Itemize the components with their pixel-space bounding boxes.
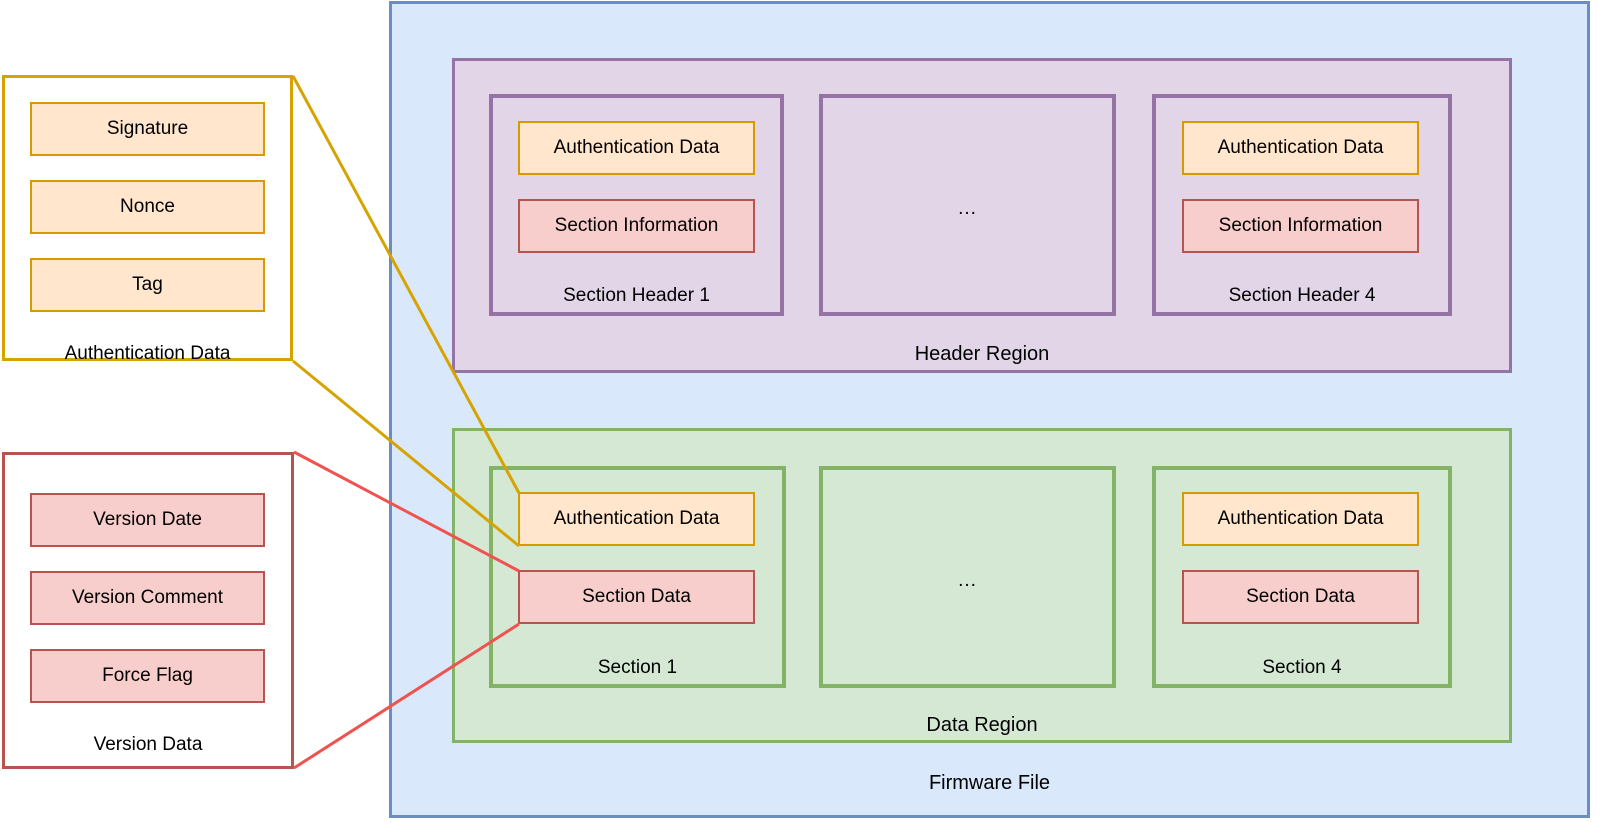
box-label: Force Flag <box>102 665 193 686</box>
header-region-label: Header Region <box>914 343 1050 365</box>
box-label: Signature <box>106 118 189 139</box>
section-1-authentication-data: Authentication Data <box>518 492 755 546</box>
box-label: Authentication Data <box>553 137 720 158</box>
box-label: Section Information <box>1218 215 1383 236</box>
authentication-data-legend-label: Authentication Data <box>64 343 231 364</box>
legend-item-signature: Signature <box>30 102 265 156</box>
box-label: Section Data <box>582 586 691 607</box>
section-4-authentication-data: Authentication Data <box>1182 492 1419 546</box>
box-label: Tag <box>132 274 163 295</box>
section-4-label: Section 4 <box>1262 657 1342 678</box>
section-ellipsis-container <box>819 466 1116 688</box>
section-1-section-data: Section Data <box>518 570 755 624</box>
box-label: Authentication Data <box>1217 508 1384 529</box>
data-region-label: Data Region <box>926 714 1038 736</box>
section-4-section-data: Section Data <box>1182 570 1419 624</box>
box-label: Authentication Data <box>1217 137 1384 158</box>
section-header-4-label: Section Header 4 <box>1228 285 1376 306</box>
legend-item-tag: Tag <box>30 258 265 312</box>
box-label: Nonce <box>120 196 175 217</box>
section-header-ellipsis-container <box>819 94 1116 316</box>
box-label: Section Data <box>1246 586 1355 607</box>
firmware-file-label: Firmware File <box>928 772 1051 794</box>
section-header-1-authentication-data: Authentication Data <box>518 121 755 175</box>
section-header-4-section-information: Section Information <box>1182 199 1419 253</box>
section-ellipsis-label: ... <box>958 570 977 591</box>
section-header-1-section-information: Section Information <box>518 199 755 253</box>
box-label: Authentication Data <box>553 508 720 529</box>
section-1-label: Section 1 <box>597 657 678 678</box>
legend-item-version-date: Version Date <box>30 493 265 547</box>
section-header-ellipsis-label: ... <box>958 198 977 219</box>
section-header-4-authentication-data: Authentication Data <box>1182 121 1419 175</box>
section-header-1-label: Section Header 1 <box>563 285 710 306</box>
box-label: Section Information <box>554 215 719 236</box>
legend-item-version-comment: Version Comment <box>30 571 265 625</box>
box-label: Version Date <box>93 509 202 530</box>
legend-item-force-flag: Force Flag <box>30 649 265 703</box>
box-label: Version Comment <box>71 587 223 608</box>
version-data-legend-label: Version Data <box>93 734 203 755</box>
legend-item-nonce: Nonce <box>30 180 265 234</box>
